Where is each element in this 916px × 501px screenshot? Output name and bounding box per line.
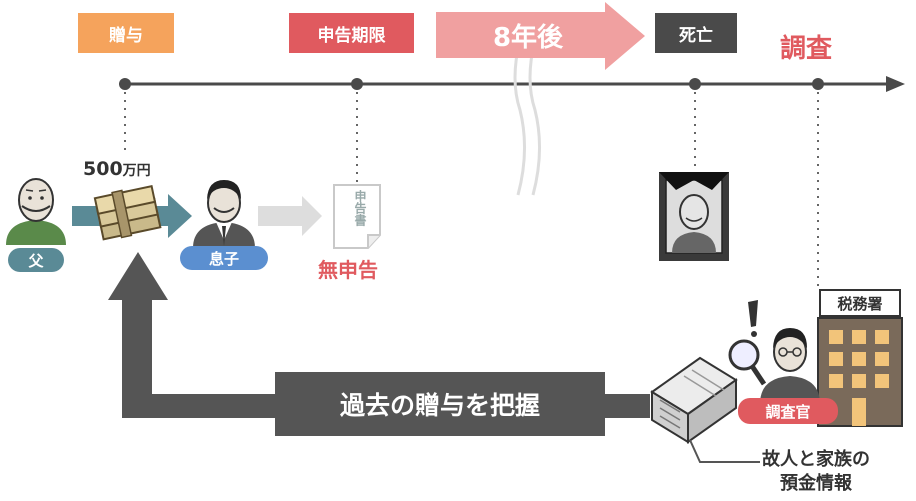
gift-timeline-label: 贈与: [78, 13, 174, 53]
deadline-timeline-label: 申告期限: [289, 13, 414, 53]
son-icon: [193, 180, 255, 248]
timeline-axis: [125, 76, 905, 92]
years-later-label: 8年後: [492, 22, 564, 53]
inspector-label: 調査官: [738, 398, 838, 424]
investigation-timeline-label: 調査: [780, 34, 833, 64]
exclamation-icon: [748, 300, 758, 337]
tax-return-document-icon: [333, 184, 381, 249]
deposit-info-line1: 故人と家族の: [762, 449, 870, 470]
filing-arrow: [258, 196, 322, 236]
tax-office-sign: 税務署: [819, 289, 901, 317]
investigation-point: [812, 78, 824, 90]
gift-point: [119, 78, 131, 90]
deadline-point: [351, 78, 363, 90]
father-label: 父: [8, 248, 64, 272]
death-timeline-label: 死亡: [655, 13, 737, 53]
son-label: 息子: [180, 246, 268, 270]
gift-amount: 500万円: [83, 158, 151, 180]
deposit-leader-line: [689, 439, 760, 463]
magnifying-glass-icon: [728, 339, 767, 386]
no-filing-label: 無申告: [318, 258, 378, 282]
gift-amount-number: 500: [83, 158, 123, 180]
father-icon: [6, 178, 66, 245]
deposit-records-icon: [650, 356, 738, 444]
gift-amount-unit: 万円: [122, 163, 151, 179]
tax-return-document-text: 申告書: [353, 190, 367, 226]
money-stack-icon: [93, 184, 162, 241]
time-break-icon: [513, 39, 541, 196]
memorial-portrait-icon: [659, 172, 729, 261]
tracing-arrow-label: 過去の贈与を把握: [275, 372, 605, 436]
death-point: [689, 78, 701, 90]
inspector-icon: [760, 328, 820, 404]
years-later-arrow: [436, 2, 645, 70]
deposit-info-label: 故人と家族の 預金情報: [762, 448, 870, 496]
deposit-info-line2: 預金情報: [780, 473, 852, 494]
